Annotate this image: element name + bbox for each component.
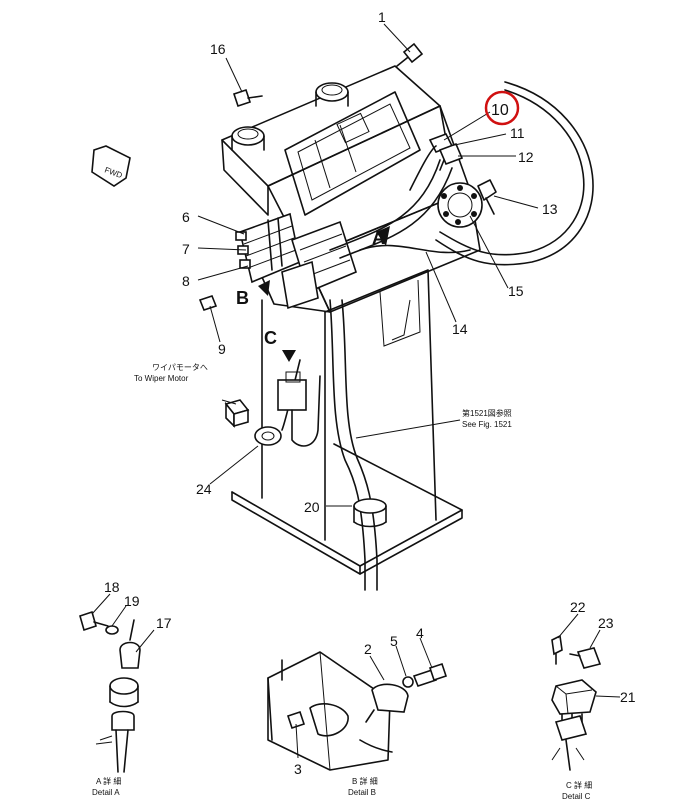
- callout-12: 12: [518, 149, 534, 165]
- callout-22: 22: [570, 599, 586, 615]
- callout-23: 23: [598, 615, 614, 631]
- highlight-circle-10: [484, 90, 520, 126]
- detail-b-jp: B 詳 細: [352, 776, 378, 786]
- fig-note-en: See Fig. 1521: [462, 420, 512, 429]
- callout-1: 1: [378, 9, 386, 25]
- callout-24: 24: [196, 481, 212, 497]
- callout-2: 2: [364, 641, 372, 657]
- callout-5: 5: [390, 633, 398, 649]
- callout-7: 7: [182, 241, 190, 257]
- callout-9: 9: [218, 341, 226, 357]
- callout-18: 18: [104, 579, 120, 595]
- callout-16: 16: [210, 41, 226, 57]
- callout-20: 20: [304, 499, 320, 515]
- wiper-note-en: To Wiper Motor: [134, 374, 189, 383]
- detail-c-en: Detail C: [562, 792, 591, 801]
- detail-a-en: Detail A: [92, 788, 120, 797]
- leader-lines: [91, 23, 621, 759]
- fwd-arrow-icon: FWD: [91, 145, 131, 187]
- view-label-b: B: [236, 288, 249, 308]
- callout-numbers: 1 2 3 4 5 6 7 8 9 10 11 12 13 14 15 16 1…: [104, 9, 636, 777]
- callout-11: 11: [510, 125, 525, 141]
- detail-a-jp: A 詳 細: [96, 776, 121, 786]
- detail-b: [267, 651, 448, 771]
- console-assembly: [198, 42, 594, 591]
- detail-c-jp: C 詳 細: [566, 780, 592, 790]
- fig-note-jp: 第1521図参照: [462, 408, 512, 418]
- callout-4: 4: [416, 625, 424, 641]
- callout-3: 3: [294, 761, 302, 777]
- callout-6: 6: [182, 209, 190, 225]
- callout-17: 17: [156, 615, 172, 631]
- wiper-note-jp: ワイパモータへ: [152, 363, 208, 372]
- detail-b-en: Detail B: [348, 788, 376, 797]
- callout-14: 14: [452, 321, 468, 337]
- callout-19: 19: [124, 593, 140, 609]
- callout-15: 15: [508, 283, 524, 299]
- view-label-c: C: [264, 328, 277, 348]
- callout-8: 8: [182, 273, 190, 289]
- detail-a: [79, 610, 141, 773]
- detail-c: [551, 634, 602, 771]
- view-label-a: A: [372, 228, 385, 248]
- callout-13: 13: [542, 201, 558, 217]
- callout-10: 10: [491, 102, 509, 119]
- callout-21: 21: [620, 689, 636, 705]
